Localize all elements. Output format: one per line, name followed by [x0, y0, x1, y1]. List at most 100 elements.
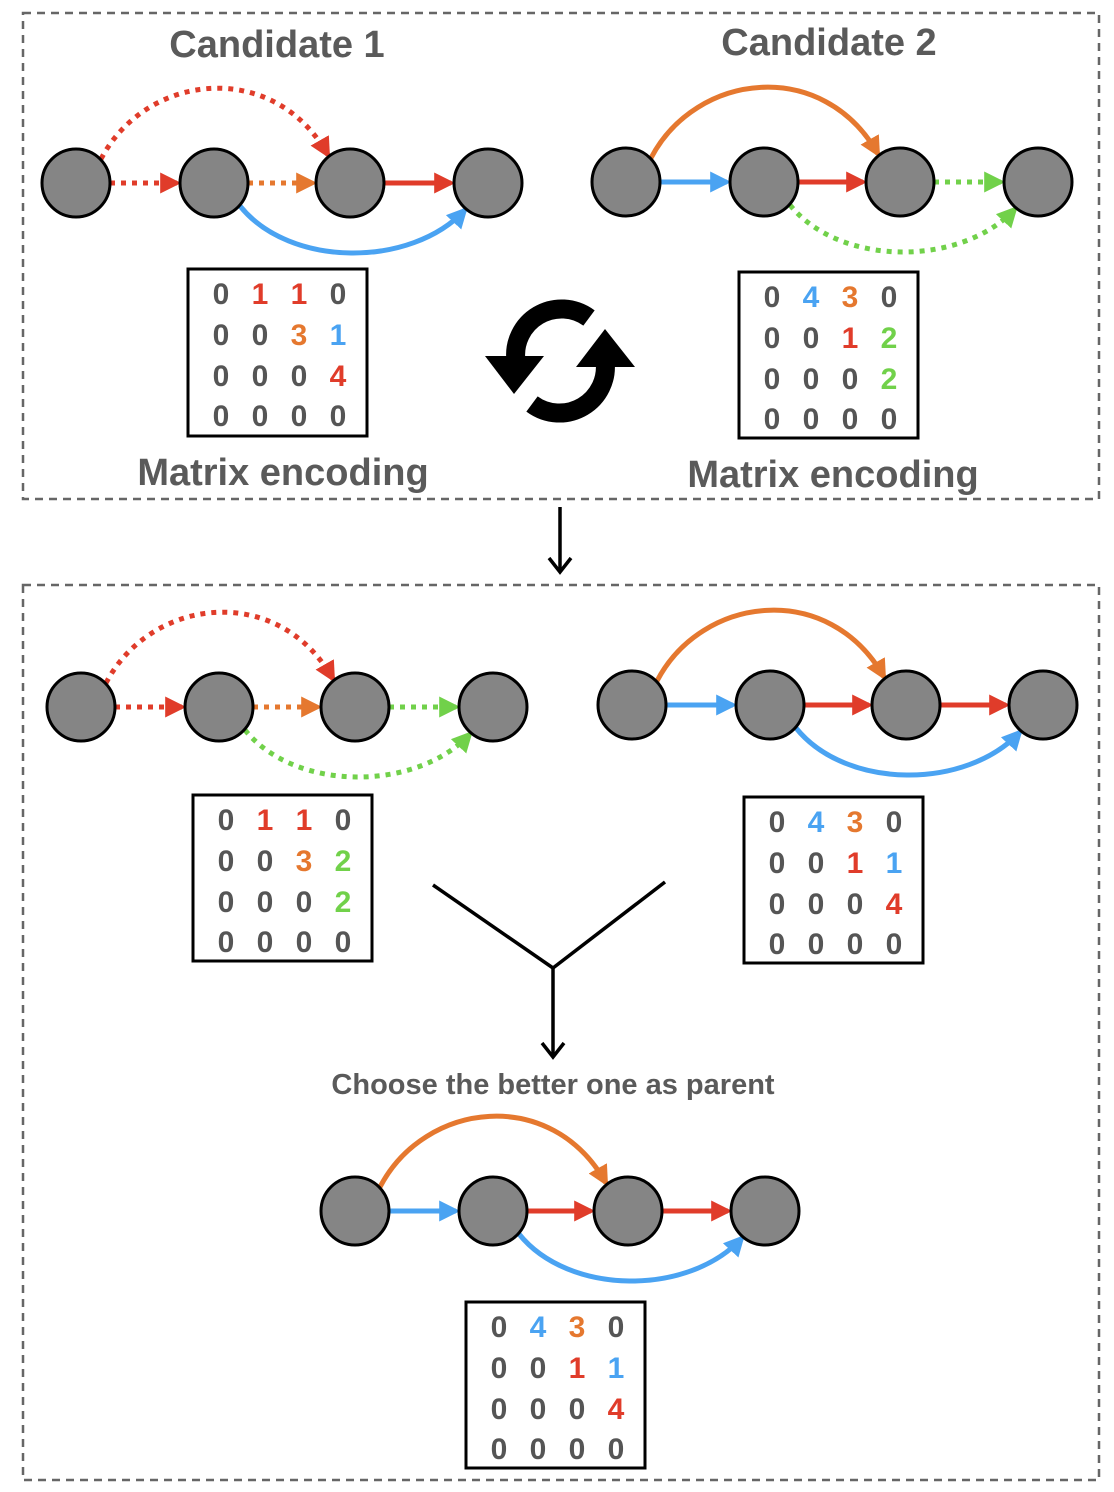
matrix-cell-r0-c2: 3: [847, 806, 864, 839]
edge-0-2: [648, 84, 881, 160]
matrix-cell-r2-c1: 0: [803, 363, 820, 396]
matrix-cell-r3-c2: 0: [847, 928, 864, 961]
matrix-cell-r0-c0: 0: [218, 804, 235, 837]
node-2: [319, 671, 391, 743]
node-2: [592, 1175, 664, 1247]
node-3: [729, 1175, 801, 1247]
matrix-cell-r3-c0: 0: [218, 926, 235, 959]
matrix-cell-r2-c3: 4: [608, 1393, 625, 1426]
matrix-cell-r0-c1: 4: [530, 1311, 547, 1344]
matrix-cell-r1-c2: 1: [569, 1352, 586, 1385]
edge-1-3: [243, 728, 473, 780]
matrix-cell-r2-c2: 0: [296, 886, 313, 919]
matrix-cell-r2-c0: 0: [218, 886, 235, 919]
node-1: [728, 146, 800, 218]
matrix-cell-r1-c2: 1: [842, 322, 859, 355]
matrix-border: [737, 270, 920, 440]
bottom-panel-frame: [21, 583, 1101, 1482]
matrix-cell-r3-c2: 0: [569, 1433, 586, 1466]
matrix-cell-r3-c3: 0: [330, 400, 347, 433]
edge-1-3: [788, 203, 1018, 255]
matrix-border: [191, 793, 374, 963]
matrix-cell-r0-c0: 0: [764, 281, 781, 314]
matrix-cell-r2-c1: 0: [530, 1393, 547, 1426]
matrix-cell-r2-c1: 0: [808, 888, 825, 921]
matrix-cell-r1-c1: 0: [257, 845, 274, 878]
matrix-cell-r3-c0: 0: [764, 403, 781, 436]
matrix-cell-r1-c3: 2: [335, 845, 352, 878]
candidate2-graph: [590, 84, 1074, 255]
edge-1-3: [794, 726, 1023, 778]
matrix-border: [464, 1300, 647, 1470]
child1-graph: [45, 609, 529, 780]
matrix-cell-r3-c3: 0: [335, 926, 352, 959]
swap-cycle-icon: [485, 299, 635, 423]
matrix-cell-r0-c3: 0: [881, 281, 898, 314]
matrix-cell-r3-c2: 0: [296, 926, 313, 959]
matrix-cell-r0-c2: 1: [296, 804, 313, 837]
node-2: [314, 147, 386, 219]
node-1: [178, 147, 250, 219]
matrix-cell-r0-c3: 0: [886, 806, 903, 839]
matrix-cell-r1-c3: 1: [330, 319, 347, 352]
child2-graph: [596, 607, 1079, 778]
matrix-cell-r0-c3: 0: [330, 278, 347, 311]
edge-0-2: [377, 1113, 609, 1189]
matrix-cell-r1-c1: 0: [808, 847, 825, 880]
matrix-cell-r1-c2: 3: [296, 845, 313, 878]
matrix-cell-r0-c3: 0: [335, 804, 352, 837]
matrix-cell-r1-c3: 1: [886, 847, 903, 880]
matrix-cell-r0-c0: 0: [213, 278, 230, 311]
matrix-cell-r1-c0: 0: [491, 1352, 508, 1385]
matrix-cell-r2-c3: 2: [335, 886, 352, 919]
matrix-cell-r0-c1: 1: [252, 278, 269, 311]
edge-1-3: [238, 204, 468, 256]
matrix-cell-r3-c1: 0: [803, 403, 820, 436]
matrix-cell-r1-c1: 0: [803, 322, 820, 355]
matrix-cell-r3-c0: 0: [769, 928, 786, 961]
matrix-cell-r2-c1: 0: [252, 360, 269, 393]
node-2: [864, 146, 936, 218]
matrix-cell-r1-c2: 3: [291, 319, 308, 352]
merge-arrows-icon: [432, 880, 667, 1060]
matrix-cell-r2-c0: 0: [213, 360, 230, 393]
candidate1-matrix-caption: Matrix encoding: [137, 452, 428, 494]
matrix-cell-r0-c0: 0: [769, 806, 786, 839]
matrix-cell-r2-c2: 0: [842, 363, 859, 396]
matrix-cell-r0-c2: 1: [291, 278, 308, 311]
matrix-cell-r0-c2: 3: [842, 281, 859, 314]
node-1: [734, 669, 806, 741]
candidate2-matrix-caption: Matrix encoding: [687, 454, 978, 496]
edge-0-2: [103, 609, 336, 685]
node-0: [590, 146, 662, 218]
down-arrow-icon: [547, 507, 573, 575]
node-3: [452, 147, 524, 219]
matrix-cell-r1-c0: 0: [764, 322, 781, 355]
matrix-cell-r3-c0: 0: [213, 400, 230, 433]
parent-graph: [319, 1113, 801, 1284]
node-0: [45, 671, 117, 743]
matrix-cell-r2-c2: 0: [291, 360, 308, 393]
matrix-cell-r1-c1: 0: [252, 319, 269, 352]
matrix-cell-r3-c1: 0: [530, 1433, 547, 1466]
matrix-cell-r1-c0: 0: [218, 845, 235, 878]
node-3: [457, 671, 529, 743]
matrix-cell-r2-c0: 0: [491, 1393, 508, 1426]
matrix-cell-r1-c2: 1: [847, 847, 864, 880]
matrix-cell-r1-c3: 1: [608, 1352, 625, 1385]
matrix-cell-r3-c3: 0: [881, 403, 898, 436]
matrix-cell-r2-c3: 2: [881, 363, 898, 396]
matrix-border: [186, 267, 369, 438]
matrix-cell-r0-c3: 0: [608, 1311, 625, 1344]
matrix-cell-r3-c1: 0: [808, 928, 825, 961]
matrix-cell-r3-c1: 0: [252, 400, 269, 433]
node-0: [40, 147, 112, 219]
matrix-cell-r2-c2: 0: [847, 888, 864, 921]
matrix-cell-r2-c2: 0: [569, 1393, 586, 1426]
matrix-cell-r2-c1: 0: [257, 886, 274, 919]
